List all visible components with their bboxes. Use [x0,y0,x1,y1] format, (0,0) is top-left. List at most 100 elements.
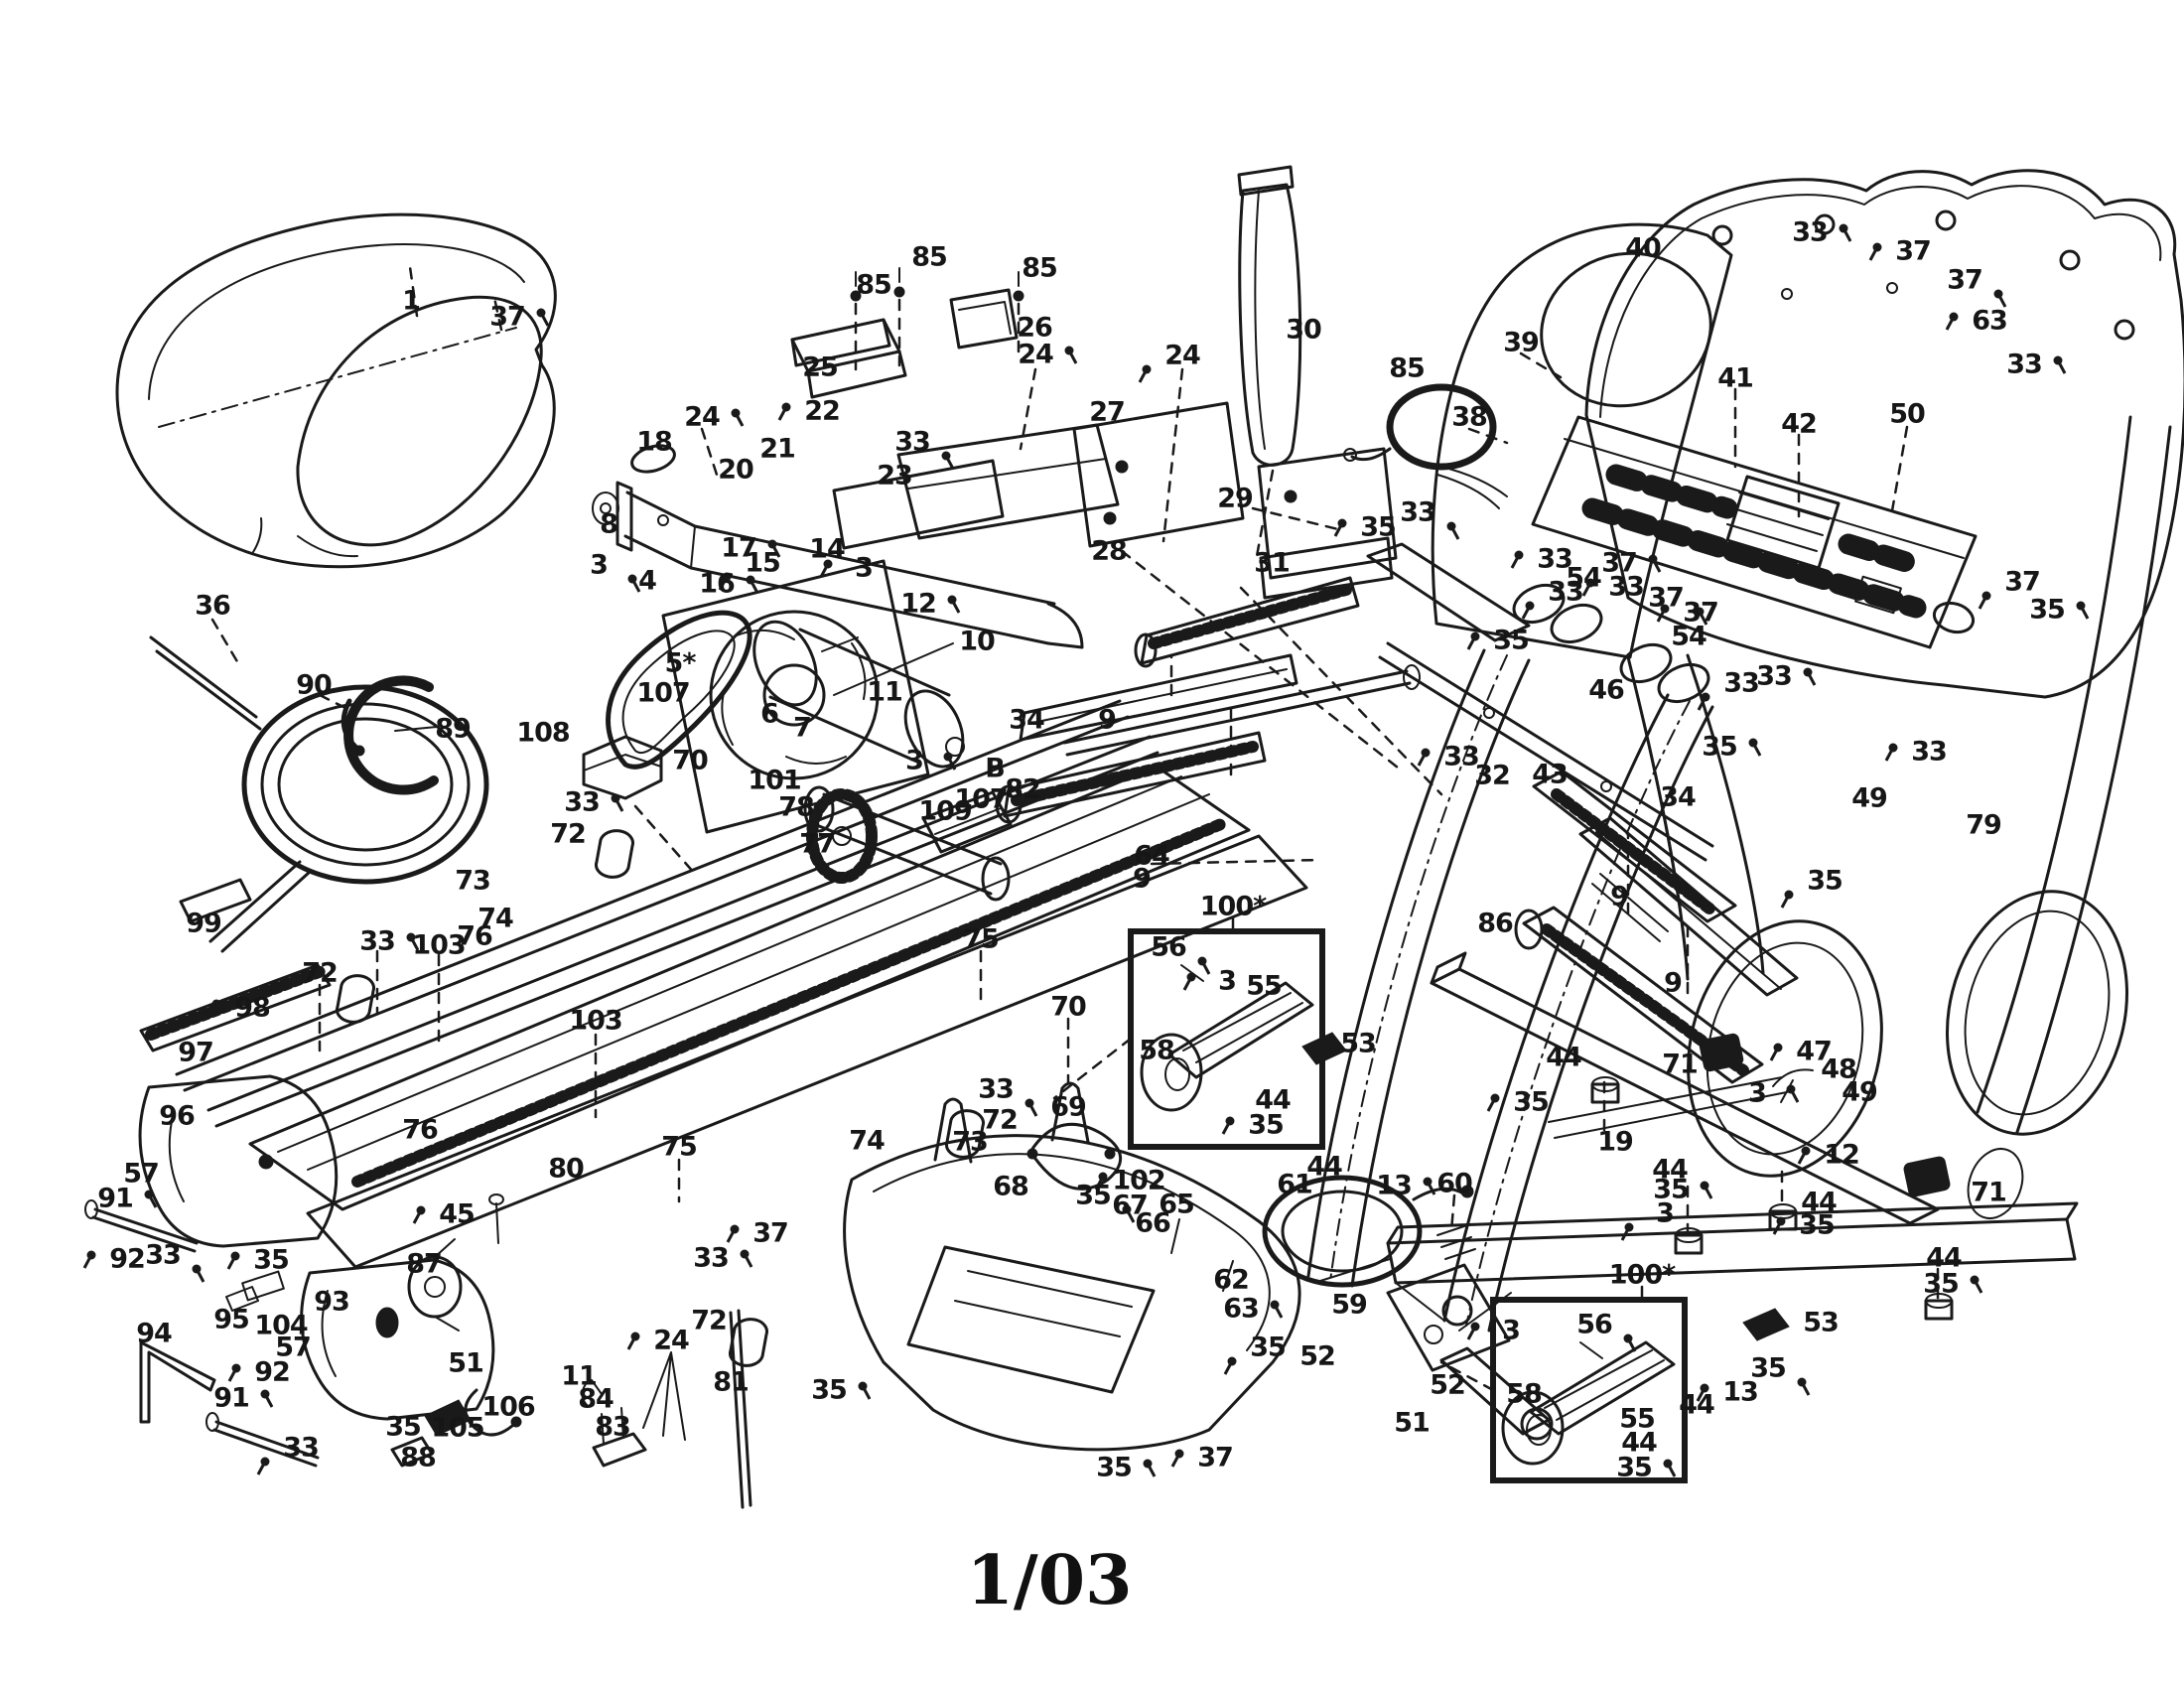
screw-icon [1510,550,1524,569]
screw-icon [1648,554,1662,573]
box-26-art [949,288,1019,350]
screw-icon [947,595,961,614]
screw-icon [536,308,550,327]
screw-icon [767,539,781,558]
console-face-41-42-art [1531,387,1978,649]
screw-icon [858,1381,872,1400]
screw-icon [746,575,759,594]
screw-icon [1581,578,1595,597]
screw-icon [1780,890,1794,909]
inset-right-contents-art [1439,1285,1676,1466]
screw-icon [1138,364,1152,383]
console-back-panel-40-art [1584,169,2184,1219]
screw-icon [1620,1222,1634,1241]
screw-icon [2053,355,2067,374]
sheet-revision-label: 1/03 [966,1541,1133,1620]
screw-icon [1623,1333,1637,1352]
screw-icon [406,932,420,951]
screw-icon [1466,1322,1480,1340]
screw-icon [941,451,955,470]
flywheel-plate-art [661,559,930,834]
screw-icon [1197,956,1211,975]
screw-icon [1797,1146,1811,1165]
coil-85-right-art [1343,383,1508,509]
screw-icon [1945,312,1959,331]
screw-icon [1221,1116,1235,1135]
screw-icon [1333,518,1347,537]
inset-box-1 [1490,1297,1688,1483]
left-side-rails-art [995,576,1421,866]
screw-icon [1024,1098,1038,1117]
screw-icon [226,1251,240,1270]
screw-glyphs [82,223,2090,1477]
screw-icon [192,1264,205,1283]
screw-icon [1486,1093,1500,1112]
bracket-25-art [790,318,907,399]
console-inner-panel-39-art [1431,222,1883,1178]
screw-icon [1884,743,1898,762]
screw-icon [1868,242,1882,261]
screw-icon [1417,748,1431,767]
screw-icon [1803,667,1817,686]
screw-icon [227,1363,241,1382]
screw-icon [1466,632,1480,650]
screw-icon [1696,1383,1709,1402]
screw-icon [718,572,732,591]
screw-icon [1094,1172,1108,1191]
screw-icon [144,1190,158,1208]
screw-icon [1064,346,1078,364]
right-side-rails-art [1514,770,1799,1084]
screw-icon [1656,604,1670,623]
screw-icon [82,1250,96,1269]
wire-69-art [1026,1122,1123,1191]
screw-icon [1769,1043,1783,1061]
screw-icon [1143,1459,1157,1477]
handlebar-21-art [615,481,1084,649]
screw-icon [611,793,624,812]
motor-hood-art [115,212,557,569]
wire-coil-61-art [1262,1175,1474,1288]
screw-icon [1695,607,1708,626]
screw-icon [2076,601,2090,620]
arc-89-art [343,675,439,795]
screw-icon [626,1332,640,1350]
screw-icon [1700,1181,1713,1199]
screw-icon [1423,1177,1436,1195]
screw-icon [1521,601,1535,620]
screw-icon [1772,1216,1786,1235]
screw-icon [943,752,957,771]
screw-icon [432,1418,446,1437]
screw-icon [1697,692,1710,711]
screw-icon [740,1249,753,1268]
screw-icon [1978,591,1991,610]
screw-icon [726,1224,740,1243]
screw-icon [1182,972,1196,991]
motor-body-art [752,620,965,769]
screw-icon [260,1389,274,1408]
screw-icon [1970,1275,1983,1294]
inset-left-contents-art [1052,916,1314,1112]
screw-icon [1170,1449,1184,1468]
screw-icon [1663,1459,1677,1477]
screw-icon [412,1205,426,1224]
screw-icon [1839,223,1852,242]
crossplate-23-art [832,423,1120,550]
screw-icon [1122,1204,1136,1223]
bracket-108-art [582,735,697,876]
handrail-46-art [1120,542,1714,862]
screw-icon [1748,738,1762,757]
screw-icon [1993,289,2007,308]
screw-icon [819,559,833,578]
plates-27-29-art [1072,401,1398,600]
screw-icon [1786,1084,1800,1103]
tube-30-art [1237,165,1302,558]
lift-motor-art [1386,1193,1554,1441]
inset-box-0 [1128,928,1325,1150]
screw-icon [777,402,791,421]
alignment-dashes-art [592,267,1710,704]
inset-boxes [1128,928,1688,1483]
screw-icon [1446,521,1460,540]
screw-icon [1797,1377,1811,1396]
